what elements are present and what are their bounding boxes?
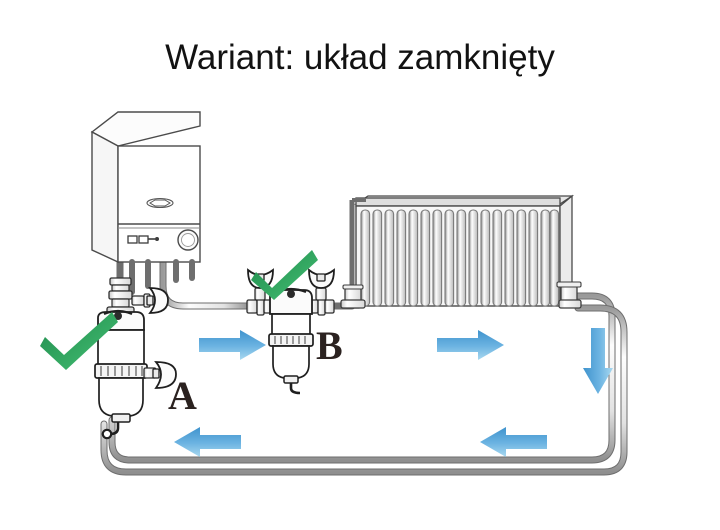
- flow-arrow-right-2: [437, 330, 504, 360]
- flow-arrow-left-2: [480, 427, 547, 457]
- valve-radiator-left[interactable]: [340, 284, 366, 309]
- valve-boiler-flow[interactable]: [131, 287, 169, 314]
- magnetic-filter-b[interactable]: [246, 287, 335, 395]
- flow-arrow-right-1: [199, 330, 266, 360]
- green-check-filter-a: [40, 312, 118, 370]
- green-check-filter-b: [251, 250, 318, 300]
- flow-arrow-down-right: [583, 328, 613, 394]
- valve-filter-a-outlet[interactable]: [143, 361, 177, 389]
- flow-arrow-left-1: [174, 427, 241, 457]
- valve-filter-b-outlet[interactable]: [308, 268, 335, 301]
- filter-a-label: A: [168, 373, 197, 418]
- valve-radiator-right[interactable]: [556, 281, 582, 309]
- filter-b-label: B: [316, 323, 343, 368]
- panel-radiator: [349, 194, 575, 308]
- wall-hung-gas-boiler: [90, 111, 201, 295]
- page-title: Wariant: układ zamknięty: [165, 38, 555, 77]
